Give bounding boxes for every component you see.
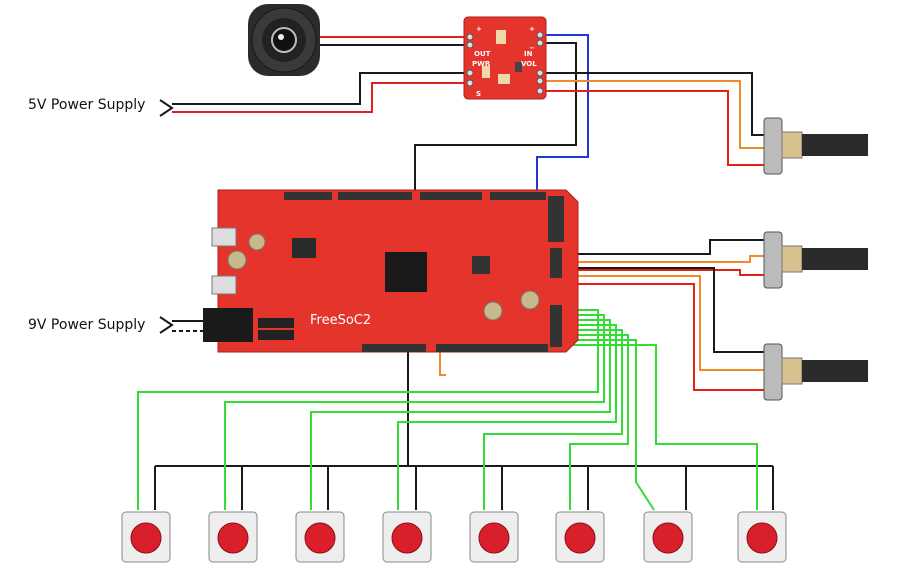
amp-vol-label: VOL bbox=[521, 60, 537, 68]
push-button-2[interactable] bbox=[208, 511, 258, 563]
amp-plus-left: + bbox=[476, 25, 482, 33]
button-wire-8 bbox=[555, 344, 758, 510]
pot2-wire-red bbox=[560, 269, 768, 276]
amp-s-label: S bbox=[476, 90, 481, 98]
amp-out-label: OUT bbox=[474, 50, 491, 58]
pot3-wire-black bbox=[560, 267, 768, 353]
potentiometer-3[interactable] bbox=[763, 343, 868, 401]
push-button-4[interactable] bbox=[382, 511, 432, 563]
supply-9v-connector bbox=[159, 316, 174, 334]
board-orange-stub bbox=[439, 350, 446, 376]
amp-vol-wire-orange bbox=[540, 80, 768, 149]
push-button-1[interactable] bbox=[121, 511, 171, 563]
button-wire-7 bbox=[555, 339, 655, 511]
pot3-wire-red bbox=[560, 283, 768, 391]
wires bbox=[137, 34, 774, 511]
amp-in-label: IN bbox=[524, 50, 533, 58]
amp-in-wire-black bbox=[414, 42, 577, 195]
push-button-3[interactable] bbox=[295, 511, 345, 563]
push-button-8[interactable] bbox=[737, 511, 787, 563]
supply-9v: 9V Power Supply bbox=[28, 316, 174, 334]
amplifier-board: OUT PWR IN VOL S + + − bbox=[463, 16, 547, 100]
potentiometer-2[interactable] bbox=[763, 231, 868, 289]
button-wire-6 bbox=[555, 334, 629, 510]
amp-vol-wire-red bbox=[540, 90, 768, 166]
button-wire-2 bbox=[224, 314, 605, 510]
push-button-5[interactable] bbox=[469, 511, 519, 563]
amp-pwr-label: PWR bbox=[472, 60, 491, 68]
speaker-icon bbox=[248, 4, 320, 76]
pot2-wire-orange bbox=[560, 255, 768, 263]
supply-5v-label: 5V Power Supply bbox=[28, 97, 145, 113]
pot2-wire-black bbox=[560, 239, 768, 255]
supply-5v-connector bbox=[159, 99, 174, 117]
supply-5v-wire-black bbox=[172, 72, 470, 105]
button-wire-1 bbox=[137, 309, 599, 510]
button-wire-3 bbox=[310, 319, 611, 510]
supply-9v-label: 9V Power Supply bbox=[28, 317, 145, 333]
potentiometer-1[interactable] bbox=[763, 117, 868, 175]
button-signal-wires bbox=[137, 309, 758, 511]
amp-minus-right: − bbox=[529, 44, 535, 52]
freesoc2-board: FreeSoC2 bbox=[203, 189, 579, 353]
push-button-7[interactable] bbox=[643, 511, 693, 563]
pot3-wire-orange bbox=[560, 275, 768, 371]
amp-in-wire-blue bbox=[536, 34, 589, 195]
button-wire-5 bbox=[483, 329, 623, 510]
amp-vol-wire-black bbox=[540, 72, 768, 136]
supply-5v-wire-red bbox=[172, 82, 470, 113]
supply-5v: 5V Power Supply bbox=[28, 97, 174, 117]
amp-plus-right: + bbox=[529, 25, 535, 33]
board-label: FreeSoC2 bbox=[310, 313, 371, 328]
push-button-6[interactable] bbox=[555, 511, 605, 563]
button-wire-4 bbox=[397, 324, 617, 510]
